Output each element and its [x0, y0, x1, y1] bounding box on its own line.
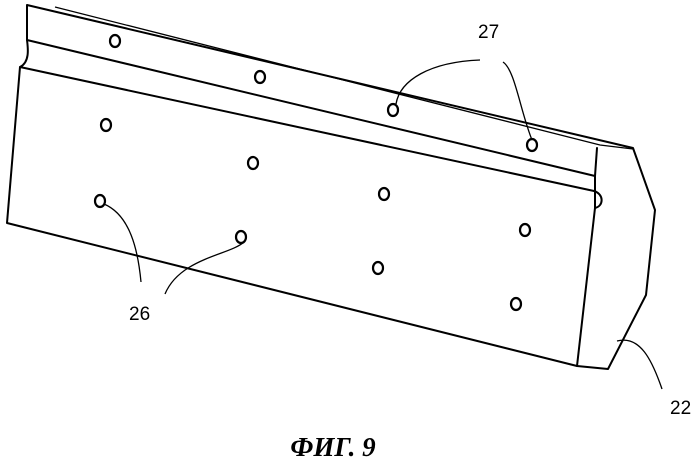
- hole: [255, 71, 265, 83]
- hole: [101, 119, 111, 131]
- hole: [110, 35, 120, 47]
- hole: [95, 195, 105, 207]
- hole: [527, 139, 537, 151]
- hole: [373, 262, 383, 274]
- figure-caption: ФИГ. 9: [0, 432, 666, 463]
- hole: [520, 224, 530, 236]
- hole: [379, 188, 389, 200]
- reference-label-27: 27: [478, 22, 499, 44]
- reference-label-26: 26: [129, 304, 150, 326]
- rail-outline: [7, 5, 655, 369]
- hole: [236, 231, 246, 243]
- hole: [511, 298, 521, 310]
- reference-label-22: 22: [670, 398, 691, 420]
- holes: [95, 35, 537, 310]
- leader-lines: [104, 60, 662, 389]
- hole: [388, 104, 398, 116]
- hole: [248, 157, 258, 169]
